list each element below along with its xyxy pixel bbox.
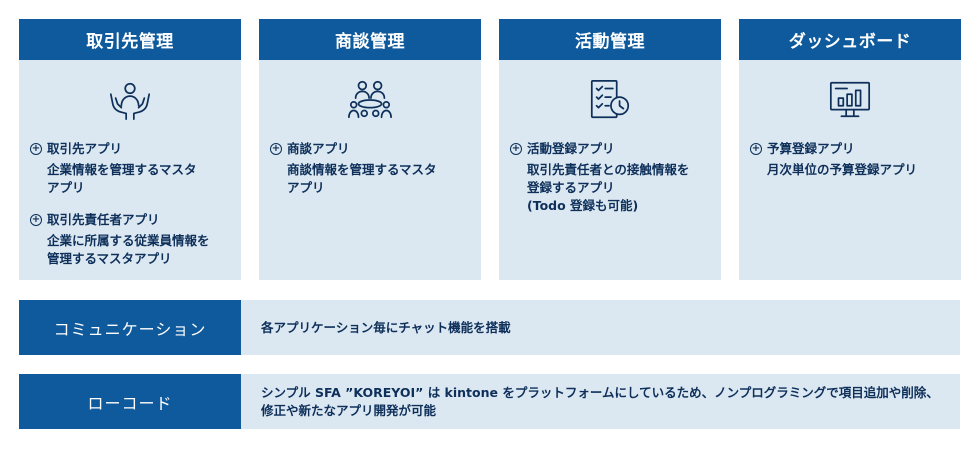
card-activity-management: 活動管理 + 活動登録アプリ 取引先責任者との接触情報を 登録するアプリ (Tod… (499, 19, 721, 280)
item-description: 取引先責任者との接触情報を 登録するアプリ (Todo 登録も可能) (527, 162, 690, 213)
plus-circle-icon: + (750, 143, 762, 155)
row-label: ローコード (19, 374, 241, 429)
meeting-people-icon (259, 60, 481, 140)
item-title: 商談アプリ (287, 141, 350, 156)
hands-person-icon (19, 60, 241, 140)
plus-circle-icon: + (30, 143, 42, 155)
card-header: 商談管理 (259, 19, 481, 60)
item-description: 企業に所属する従業員情報を 管理するマスタアプリ (47, 233, 210, 266)
item-description: 月次単位の予算登録アプリ (767, 162, 918, 177)
list-item: + 取引先責任者アプリ 企業に所属する従業員情報を 管理するマスタアプリ (30, 211, 231, 268)
row-description: 各アプリケーション毎にチャット機能を搭載 (241, 300, 960, 355)
plus-circle-icon: + (30, 214, 42, 226)
row-communication: コミュニケーション 各アプリケーション毎にチャット機能を搭載 (19, 300, 960, 355)
plus-circle-icon: + (270, 143, 282, 155)
list-item: + 予算登録アプリ 月次単位の予算登録アプリ (750, 140, 951, 179)
card-header: 活動管理 (499, 19, 721, 60)
list-item: + 活動登録アプリ 取引先責任者との接触情報を 登録するアプリ (Todo 登録も… (510, 140, 711, 215)
list-item: + 商談アプリ 商談情報を管理するマスタ アプリ (270, 140, 471, 197)
list-item: + 取引先アプリ 企業情報を管理するマスタ アプリ (30, 140, 231, 197)
item-title: 予算登録アプリ (767, 141, 855, 156)
card-header: ダッシュボード (739, 19, 961, 60)
card-customer-management: 取引先管理 + 取引先アプリ 企業情報を管理するマスタ アプリ + 取引先責任者アプ… (19, 19, 241, 280)
item-title: 活動登録アプリ (527, 141, 615, 156)
row-low-code: ローコード シンプル SFA ”KOREYOI” は kintone をプラット… (19, 374, 960, 429)
checklist-clock-icon (499, 60, 721, 140)
item-description: 商談情報を管理するマスタ アプリ (287, 162, 437, 195)
item-title: 取引先責任者アプリ (47, 212, 160, 227)
item-description: 企業情報を管理するマスタ アプリ (47, 162, 197, 195)
card-deal-management: 商談管理 + 商談アプリ 商談情報を管理するマスタ アプリ (259, 19, 481, 280)
plus-circle-icon: + (510, 143, 522, 155)
card-header: 取引先管理 (19, 19, 241, 60)
item-title: 取引先アプリ (47, 141, 123, 156)
monitor-chart-icon (739, 60, 961, 140)
card-dashboard: ダッシュボード + 予算登録アプリ 月次単位の予算登録アプリ (739, 19, 961, 280)
row-description: シンプル SFA ”KOREYOI” は kintone をプラットフォームにし… (241, 374, 960, 429)
row-label: コミュニケーション (19, 300, 241, 355)
